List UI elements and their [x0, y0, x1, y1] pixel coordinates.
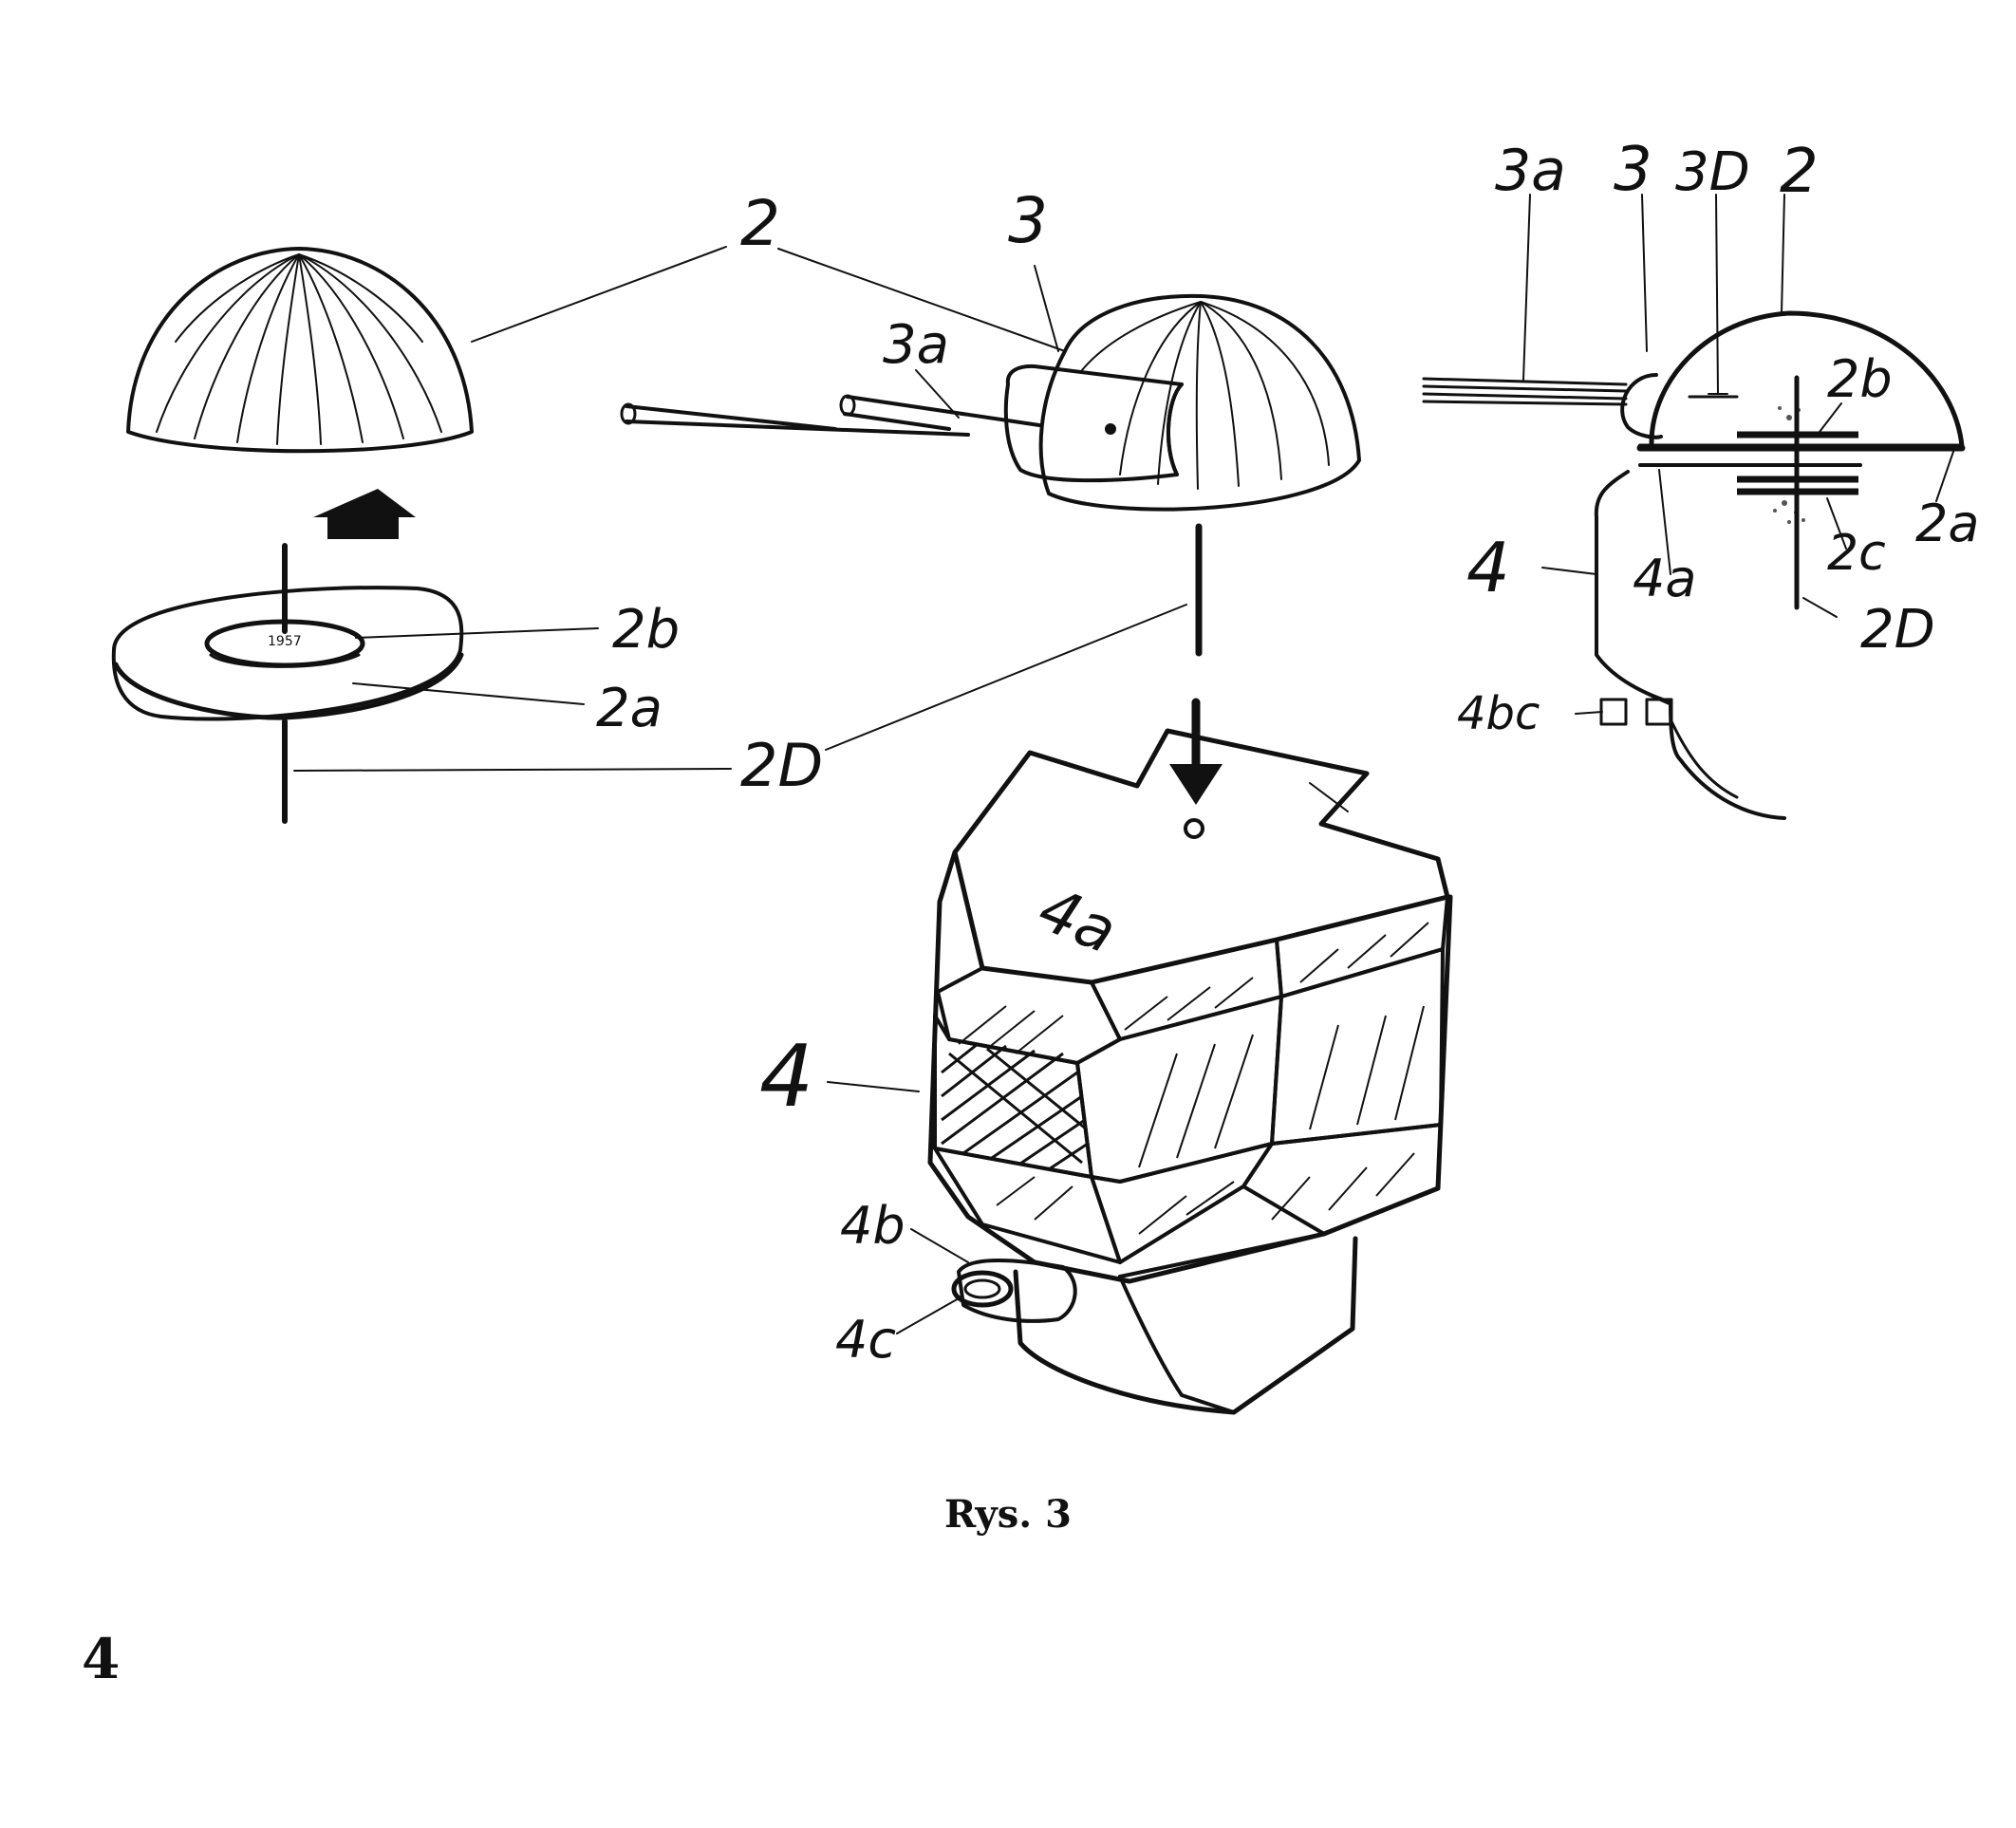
- pipe-3-connector: [620, 364, 1184, 483]
- label-nozzle-4b: 4b: [840, 1196, 905, 1256]
- label-section-2c: 2c: [1827, 525, 1886, 582]
- label-nozzle-4c: 4c: [835, 1310, 896, 1370]
- dome-middle: [1038, 293, 1361, 512]
- label-section-2b: 2b: [1827, 349, 1893, 409]
- leader-lines-section: [1522, 194, 1956, 715]
- leader-lines-middle: [777, 248, 1349, 812]
- disc-assembly: 1957: [111, 543, 464, 824]
- label-section-3d: 3D: [1675, 141, 1750, 203]
- label-section-2a: 2a: [1915, 494, 1979, 553]
- label-section-4: 4: [1466, 528, 1510, 607]
- label-section-2d: 2D: [1860, 599, 1935, 661]
- down-arrow-icon: [1169, 698, 1223, 805]
- label-dome-left: 2: [740, 187, 780, 260]
- label-pipe-3a: 3a: [883, 314, 949, 376]
- label-section-3a: 3a: [1495, 138, 1566, 204]
- section-view: [1422, 310, 1966, 820]
- leader-lines-housing: [827, 1081, 969, 1334]
- label-section-3: 3: [1614, 135, 1652, 205]
- label-body-4: 4: [759, 1027, 813, 1127]
- label-disc-2b: 2b: [612, 599, 680, 661]
- label-rod-2d: 2D: [740, 731, 823, 800]
- label-section-2: 2: [1780, 137, 1819, 207]
- leader-lines-left: [293, 246, 732, 772]
- up-arrow-icon: [313, 489, 416, 539]
- label-section-4a: 4a: [1633, 549, 1696, 608]
- label-section-4bc: 4bc: [1457, 687, 1540, 740]
- svg-text:1957: 1957: [268, 634, 302, 649]
- lamp-housing-4: [927, 728, 1453, 1415]
- label-pipe-3: 3: [1008, 184, 1048, 257]
- label-top-4a: 4a: [1029, 874, 1126, 968]
- label-disc-2a: 2a: [596, 678, 663, 739]
- dome-left: [126, 247, 474, 454]
- figure-caption: Rys. 3: [944, 1492, 1072, 1537]
- page-number: 4: [82, 1627, 121, 1691]
